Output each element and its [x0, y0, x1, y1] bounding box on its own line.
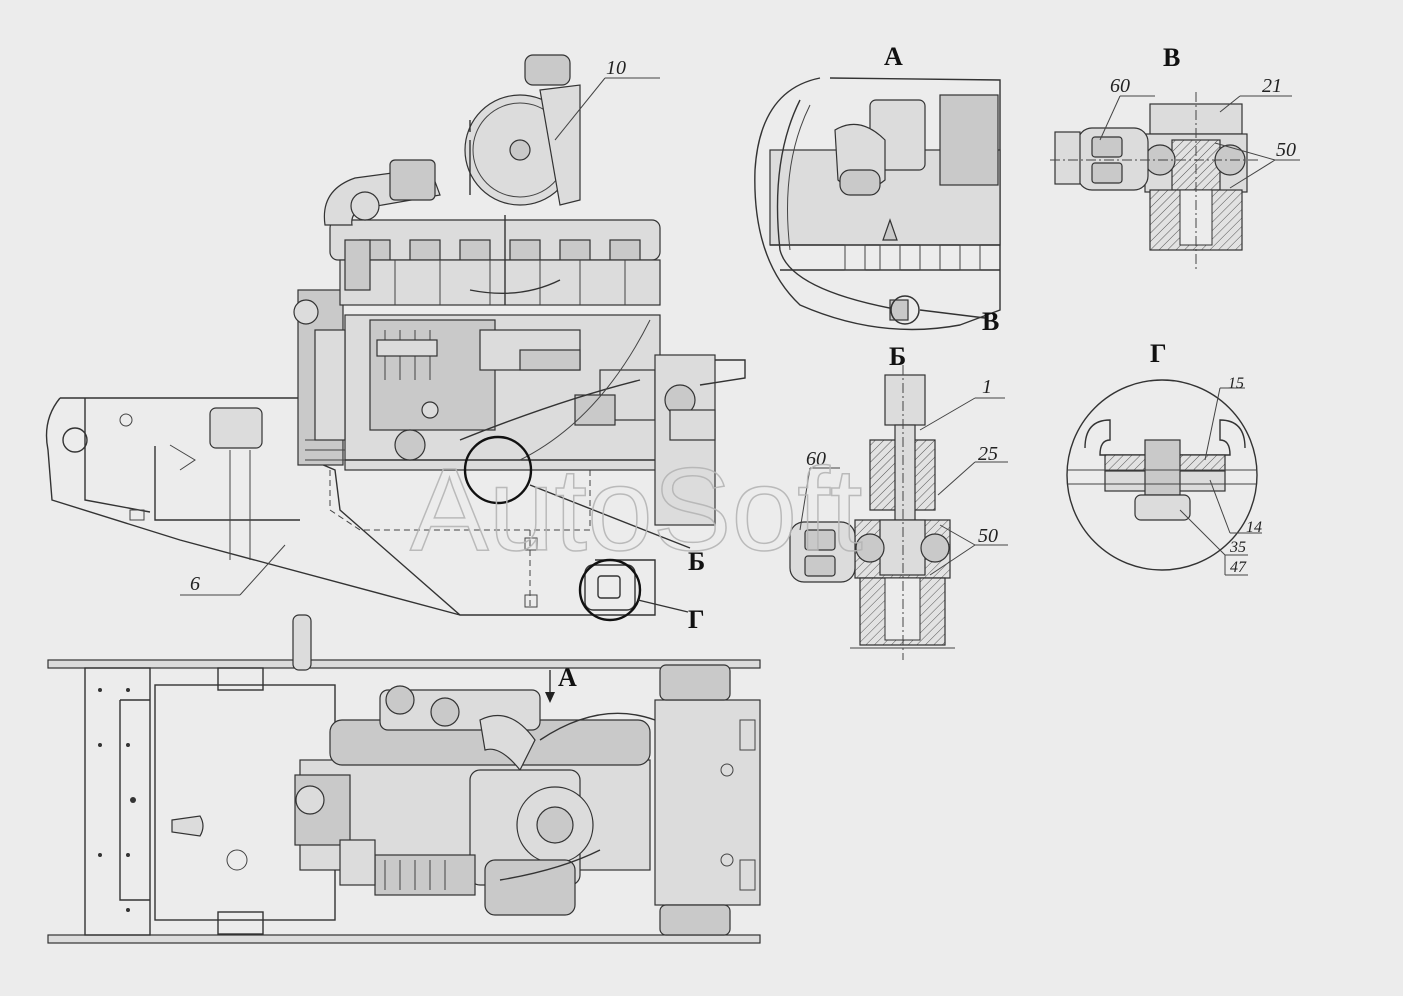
view-g-label: Г	[1150, 339, 1167, 368]
part-number-14: 14	[1246, 519, 1262, 536]
watermark: AutoSoft	[410, 444, 863, 576]
view-v-label: В	[1163, 43, 1180, 72]
callout-circle-g	[578, 558, 642, 622]
callout-label-g: Г	[688, 605, 705, 634]
engine-side-view	[45, 54, 746, 622]
view-b-detail	[789, 365, 1008, 660]
engine-plan-view	[47, 614, 761, 944]
part-number-25: 25	[978, 443, 998, 465]
part-number-60-v: 60	[1110, 75, 1130, 97]
view-a-arrow-label: А	[558, 663, 577, 692]
view-a-detail	[754, 77, 1001, 331]
view-g-detail	[1066, 379, 1262, 576]
part-number-60-b: 60	[806, 448, 826, 470]
callout-label-b: Б	[688, 547, 705, 576]
part-number-35: 35	[1229, 539, 1246, 556]
part-number-6: 6	[190, 573, 200, 595]
part-number-50-b: 50	[978, 525, 998, 547]
part-number-50-v: 50	[1276, 139, 1296, 161]
view-v-detail	[1050, 92, 1300, 270]
part-number-1: 1	[982, 376, 992, 398]
part-number-10: 10	[606, 57, 626, 79]
view-a-label: А	[884, 42, 903, 71]
part-number-21: 21	[1262, 75, 1282, 97]
part-number-15: 15	[1228, 375, 1244, 392]
view-b-label: Б	[889, 342, 906, 371]
callout-label-v: В	[982, 307, 999, 336]
callout-circle-b	[463, 435, 533, 505]
part-number-47: 47	[1230, 559, 1247, 576]
